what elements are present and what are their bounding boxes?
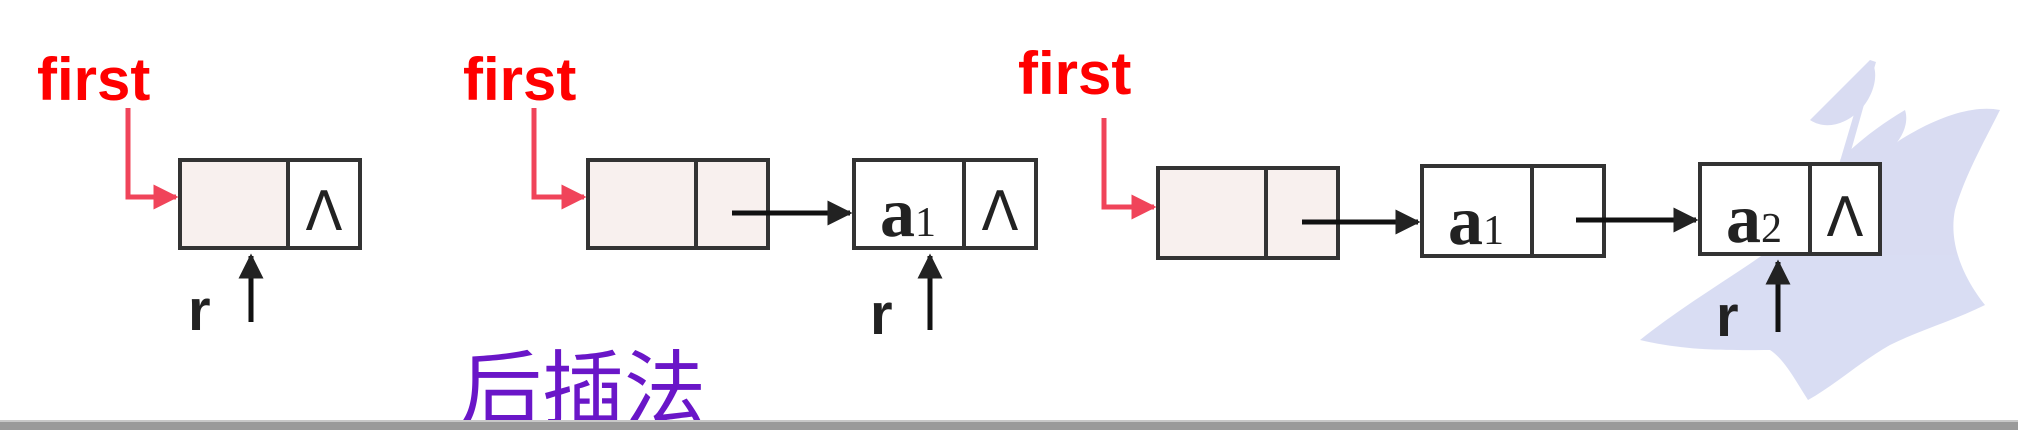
head-node-data-cell (178, 158, 290, 250)
node-element-label: a1 (880, 175, 936, 252)
head-node-next-cell (1264, 166, 1340, 260)
node-next-cell (1808, 162, 1882, 256)
head-node (178, 158, 362, 250)
null-pointer-symbol: Λ (1827, 186, 1864, 249)
list-node-a1 (852, 158, 1038, 250)
r-pointer-label: r (188, 278, 211, 343)
null-pointer-symbol: Λ (982, 180, 1019, 243)
head-node (586, 158, 770, 250)
first-pointer-arrow (125, 108, 179, 210)
head-node-data-cell (1156, 166, 1268, 260)
r-pointer-label: r (1716, 284, 1739, 349)
slide-bottom-bar (0, 420, 2018, 430)
head-node-data-cell (586, 158, 698, 250)
first-pointer-arrow (1101, 118, 1157, 220)
node-next-cell (962, 158, 1038, 250)
node-element-label: a1 (1448, 183, 1504, 260)
r-pointer-label: r (870, 282, 893, 347)
head-node-next-cell (694, 158, 770, 250)
first-pointer-arrow (531, 108, 587, 210)
node-next-cell (1530, 164, 1606, 258)
first-pointer-label: first (463, 46, 576, 113)
diagram-title: 后插法 (460, 343, 706, 430)
node-data-cell (852, 158, 966, 250)
head-node-next-cell (286, 158, 362, 250)
null-pointer-symbol: Λ (306, 180, 343, 243)
first-pointer-label: first (37, 46, 150, 113)
list-node-a2 (1698, 162, 1882, 256)
first-pointer-label: first (1018, 40, 1131, 107)
list-node-a1 (1420, 164, 1606, 258)
node-data-cell (1420, 164, 1534, 258)
node-element-label: a2 (1726, 181, 1782, 258)
head-node (1156, 166, 1340, 260)
